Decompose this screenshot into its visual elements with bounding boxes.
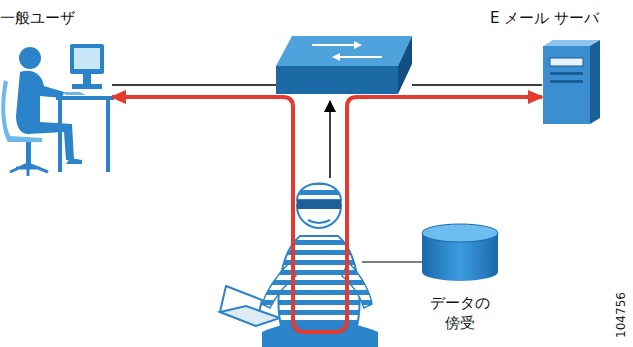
server-node: E メール サーバ (542, 40, 601, 126)
database-node: データの 傍受 (421, 223, 499, 283)
laptop-keyboard (220, 306, 280, 326)
attacker-cap (297, 184, 341, 201)
switch-arrowhead (354, 41, 362, 49)
computer-base (72, 84, 102, 89)
user-foot (66, 158, 82, 164)
server-slot (550, 58, 583, 66)
tap-line (362, 261, 422, 262)
attacker-body (279, 236, 360, 330)
attacker-head (297, 184, 341, 228)
server-side (590, 40, 600, 124)
chair-post (26, 142, 31, 166)
server-line (550, 72, 583, 75)
database-top (422, 224, 498, 242)
desk (56, 96, 114, 100)
user-node: 一般ユーザ (8, 42, 112, 184)
intercepted-traffic (112, 97, 542, 332)
node-label: E メール サーバ (490, 8, 599, 28)
intercept-arrow (329, 101, 331, 178)
server-figure (543, 40, 600, 124)
chair-back (1, 80, 42, 142)
attacker-arm (342, 262, 372, 308)
attacker-mouth (308, 220, 330, 223)
switch-arrow (340, 56, 382, 58)
database (422, 224, 498, 281)
figure-number: 104756 (614, 292, 628, 338)
monitor-stand (83, 74, 91, 84)
attacker-mask (297, 200, 341, 209)
switch-top (276, 36, 412, 66)
user-body (16, 71, 74, 160)
network-switch (276, 36, 412, 94)
user-head (19, 47, 41, 69)
switch-arrowhead (332, 53, 340, 61)
attacker-arm (262, 262, 296, 308)
server-line (550, 80, 583, 83)
monitor (70, 44, 104, 74)
node-label: データの 傍受 (425, 293, 495, 333)
monitor-screen (74, 48, 100, 69)
server-front (543, 46, 590, 124)
server-top (543, 40, 600, 46)
keyboard (62, 92, 86, 95)
switch-arrow (312, 44, 354, 46)
attacker-figure (262, 184, 378, 347)
user-figure (1, 44, 114, 176)
attacker-legs (262, 322, 378, 347)
chair-base (10, 164, 48, 176)
network-link (112, 84, 542, 86)
switch-side (398, 36, 412, 94)
node-label: 一般ユーザ (0, 8, 75, 28)
switch-front (276, 66, 398, 94)
